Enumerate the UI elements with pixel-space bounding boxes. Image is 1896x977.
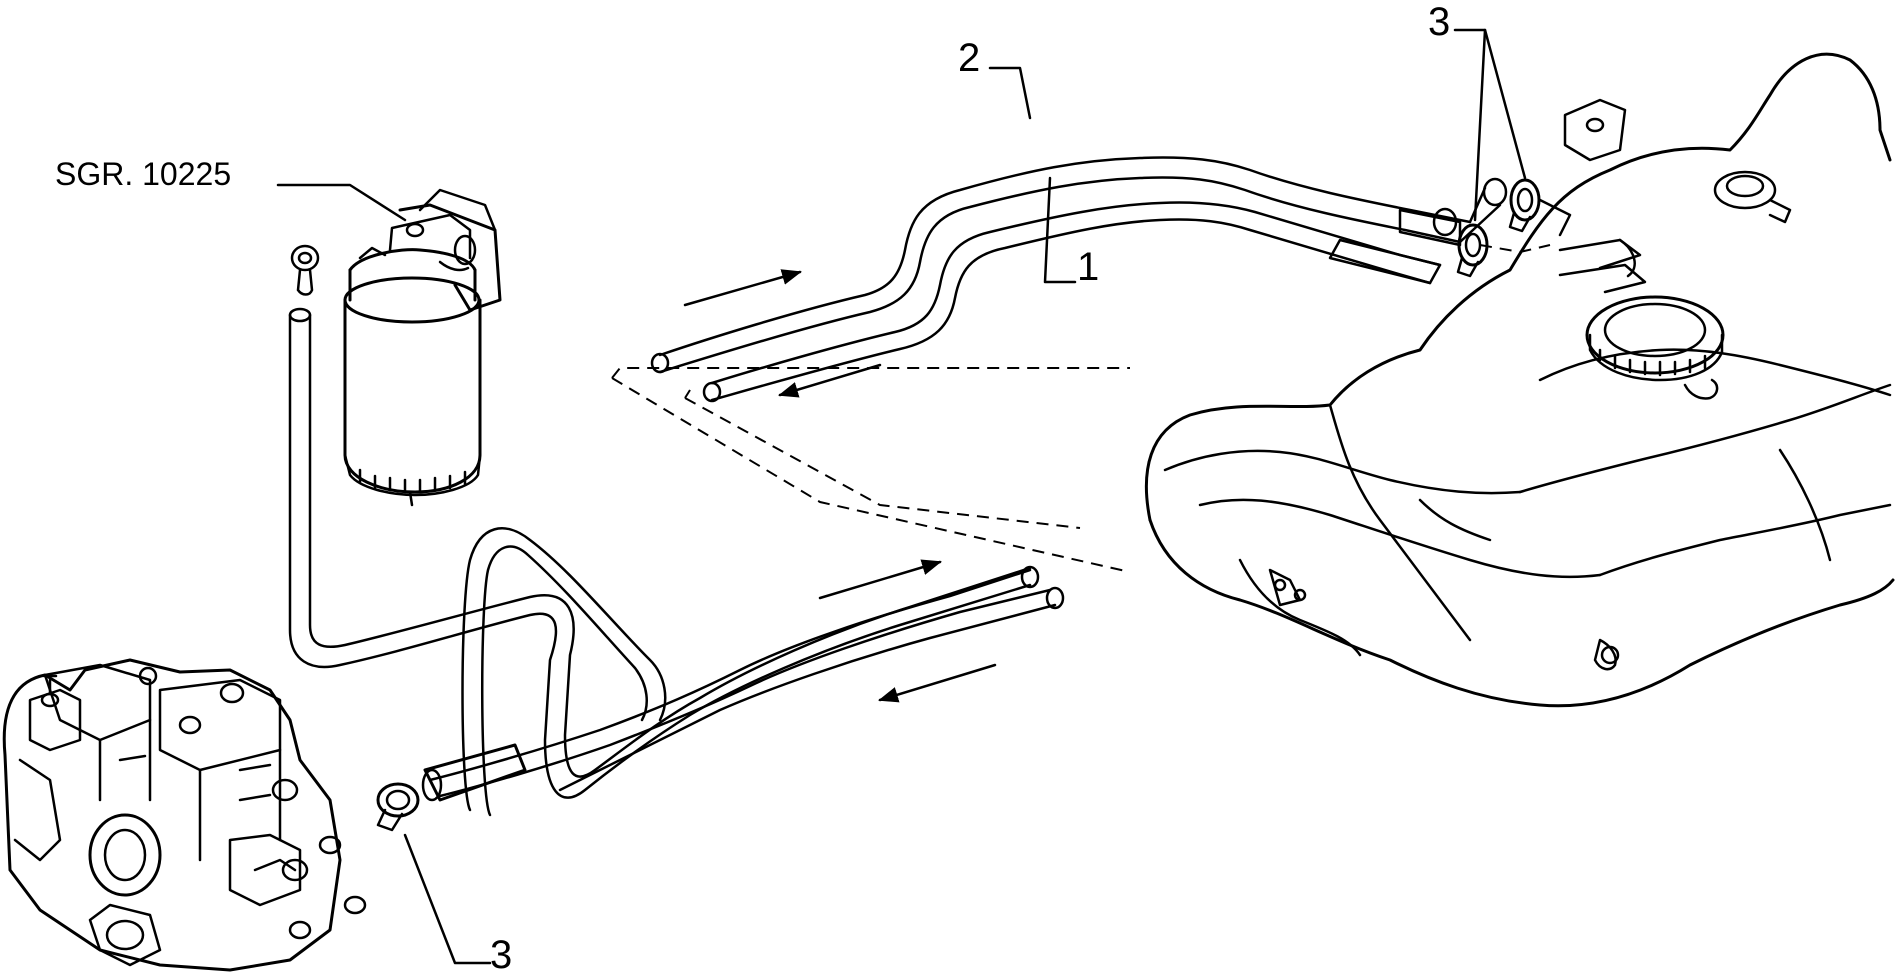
hose-clamp-icon: [376, 782, 420, 832]
flow-arrow-icon: [683, 269, 997, 703]
fuel-pipe-1: [702, 201, 1458, 403]
fuel-pipe-lower: [288, 307, 1065, 832]
fuel-pipe-2: [650, 156, 1508, 374]
dashed-routing-lines: [611, 244, 1551, 573]
hose-clamp-icon: [1456, 223, 1489, 278]
leader-lines: [276, 28, 1527, 965]
callout-3-top: 3: [1428, 0, 1451, 44]
fuel-filter-icon: [290, 188, 502, 507]
callout-3-bottom: 3: [490, 933, 513, 977]
callout-1: 1: [1077, 245, 1100, 289]
fuel-tank-icon: [1144, 52, 1895, 708]
injection-pump-icon: [2, 658, 367, 972]
callout-2: 2: [958, 36, 981, 80]
hose-clamp-icon: [1508, 178, 1541, 233]
filter-group-reference: SGR. 10225: [55, 156, 232, 192]
